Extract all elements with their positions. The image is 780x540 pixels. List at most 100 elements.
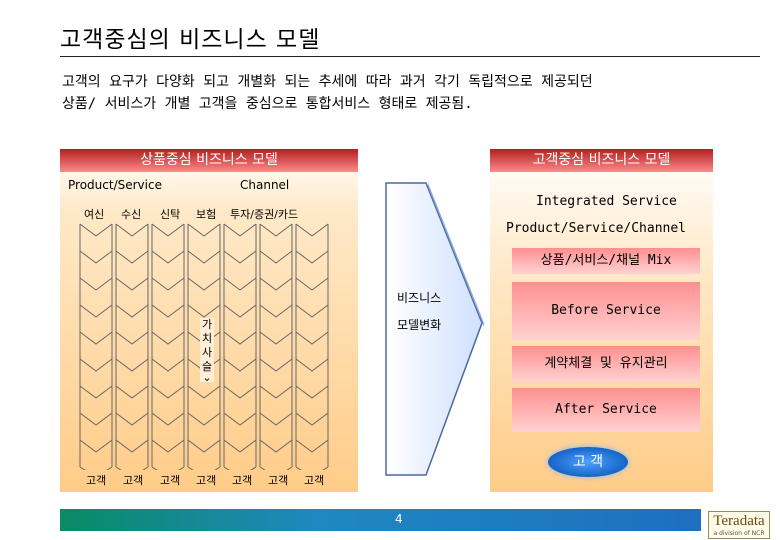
customer-ellipse: 고 객 <box>548 447 628 477</box>
chevron-mark <box>295 250 329 264</box>
chevron-mark <box>151 412 185 426</box>
contract-label: 계약체결 및 유지관리 <box>544 356 668 371</box>
chevron-mark <box>79 331 113 345</box>
chevron-mark <box>259 412 293 426</box>
after-service-label: After Service <box>555 402 657 417</box>
chevron-mark <box>187 385 221 399</box>
chevron-mark <box>79 439 113 453</box>
chevron-mark <box>223 331 257 345</box>
chevron-mark <box>295 439 329 453</box>
chevron-mark <box>115 304 149 318</box>
mix-bar: 상품/서비스/채널 Mix <box>512 248 700 274</box>
description-line-1: 고객의 요구가 다양화 되고 개별화 되는 추세에 따라 과거 각기 독립적으로… <box>62 74 593 90</box>
chevron-tip <box>295 466 329 470</box>
chevron-mark <box>295 277 329 291</box>
chevron-mark <box>223 439 257 453</box>
value-chain-char: 사 <box>201 346 213 359</box>
chevron-mark <box>223 358 257 372</box>
product-service-channel-label: Product/Service/Channel <box>506 221 687 236</box>
value-chain-chevrons <box>79 223 329 470</box>
after-service-bar: After Service <box>512 388 700 432</box>
chevron-mark <box>151 250 185 264</box>
chevron-tip <box>259 466 293 470</box>
chevron-mark <box>151 439 185 453</box>
before-service-bar: Before Service <box>512 282 700 340</box>
chevron-mark <box>151 304 185 318</box>
customer-label: 고객 <box>160 474 181 487</box>
logo-text: Teradata <box>713 513 765 529</box>
chevron-tip <box>151 466 185 470</box>
chevron-mark <box>259 250 293 264</box>
chevron-mark <box>115 277 149 291</box>
title-divider <box>60 56 760 57</box>
chevron-mark <box>115 223 149 237</box>
transition-arrow-icon <box>385 182 484 476</box>
customer-centric-header: 고객중심 비즈니스 모델 <box>490 149 713 172</box>
transition-label-line-2: 모델변화 <box>397 318 442 332</box>
chevron-mark <box>259 439 293 453</box>
left-subtitle-channel: Channel <box>240 178 290 192</box>
description-line-2: 상품/ 서비스가 개별 고객을 중심으로 통합서비스 형태로 제공됨. <box>62 96 473 112</box>
customer-label: 고객 <box>86 474 107 487</box>
left-subtitle-product: Product/Service <box>68 178 162 192</box>
chevron-mark <box>259 358 293 372</box>
chevron-tip <box>223 466 257 470</box>
chevron-mark <box>115 331 149 345</box>
stage-label: 보험 <box>196 208 217 221</box>
stage-label: 수신 <box>121 208 142 221</box>
chevron-mark <box>79 412 113 426</box>
description: 고객의 요구가 다양화 되고 개별화 되는 추세에 따라 과거 각기 독립적으로… <box>62 71 593 115</box>
chevron-mark <box>115 250 149 264</box>
chevron-mark <box>223 250 257 264</box>
chevron-mark <box>295 412 329 426</box>
product-centric-header-label: 상품중심 비즈니스 모델 <box>140 152 278 168</box>
chevron-mark <box>151 358 185 372</box>
integrated-service-label: Integrated Service <box>536 194 677 209</box>
teradata-logo: Teradata a division of NCR <box>708 511 770 539</box>
chevron-mark <box>151 277 185 291</box>
page-number: 4 <box>395 512 403 526</box>
chevron-mark <box>187 439 221 453</box>
chevron-mark <box>79 358 113 372</box>
chevron-mark <box>295 223 329 237</box>
customer-label: 고객 <box>304 474 325 487</box>
stage-label: 신탁 <box>160 208 181 221</box>
customer-label: 고객 <box>123 474 144 487</box>
stage-label: 여신 <box>84 208 105 221</box>
chevron-mark <box>187 223 221 237</box>
stage-label: 투자/증권/카드 <box>230 208 299 221</box>
logo-subtext: a division of NCR <box>713 530 765 537</box>
chevron-mark <box>295 358 329 372</box>
chevron-mark <box>79 250 113 264</box>
chevron-tip <box>79 466 113 470</box>
chevron-mark <box>115 358 149 372</box>
chevron-mark <box>295 331 329 345</box>
chevron-mark <box>151 223 185 237</box>
chevron-mark <box>187 412 221 426</box>
customer-ellipse-label: 고 객 <box>572 454 604 470</box>
chevron-mark <box>259 304 293 318</box>
mix-label: 상품/서비스/채널 Mix <box>540 253 672 268</box>
chevron-mark <box>115 412 149 426</box>
contract-bar: 계약체결 및 유지관리 <box>512 346 700 382</box>
chevron-mark <box>259 331 293 345</box>
customer-centric-header-label: 고객중심 비즈니스 모델 <box>532 152 671 168</box>
value-chain-char: 슬 <box>201 360 213 373</box>
chevron-mark <box>187 250 221 264</box>
chevron-mark <box>259 223 293 237</box>
chevron-mark <box>223 277 257 291</box>
customer-label: 고객 <box>232 474 253 487</box>
value-chain-char: 가 <box>201 318 213 331</box>
chevron-mark <box>79 223 113 237</box>
chevron-tip <box>115 466 149 470</box>
chevron-mark <box>79 304 113 318</box>
chevron-mark <box>295 385 329 399</box>
chevron-mark <box>259 385 293 399</box>
value-chain-arrow-icon: ⌄ <box>202 371 212 384</box>
transition-label-line-1: 비즈니스 <box>397 291 442 305</box>
page-title: 고객중심의 비즈니스 모델 <box>60 27 321 53</box>
chevron-tip <box>187 466 221 470</box>
chevron-mark <box>223 223 257 237</box>
chevron-mark <box>151 331 185 345</box>
chevron-mark <box>295 304 329 318</box>
